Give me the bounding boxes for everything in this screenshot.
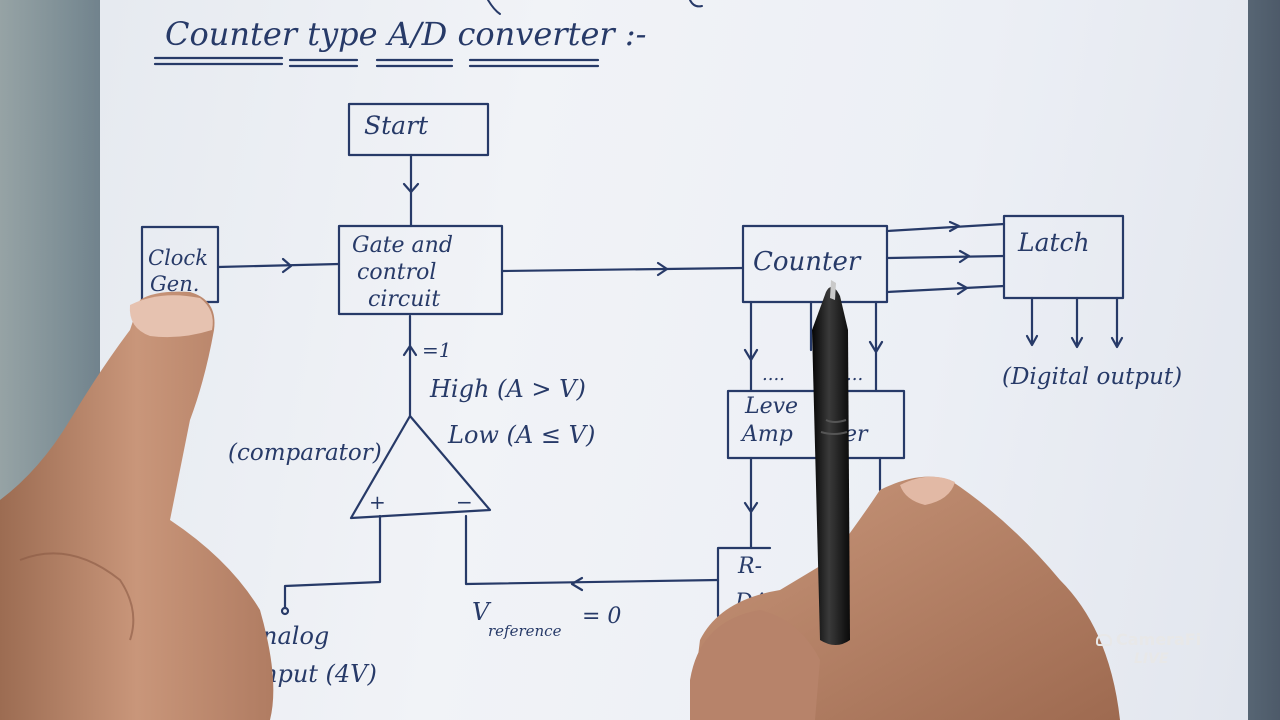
latch-label: Latch — [1018, 228, 1090, 257]
start-label: Start — [364, 111, 429, 140]
low-condition-label: Low (A ≤ V) — [448, 421, 596, 449]
counter-block — [741, 224, 889, 304]
v-reference-subscript: reference — [488, 622, 562, 640]
latch-block — [1002, 214, 1125, 300]
v-reference-value: = 0 — [582, 604, 622, 629]
gate-label-line2: control — [357, 260, 437, 285]
analog-input-line1: nalog — [262, 622, 330, 650]
digital-output-label: (Digital output) — [1002, 364, 1183, 390]
level-label-tail: er — [844, 422, 868, 447]
camera-icon — [1096, 633, 1112, 646]
page-title: Counter type A/D converter :- — [165, 15, 647, 53]
comparator-minus: − — [456, 490, 473, 514]
comparator-plus: + — [369, 490, 386, 514]
gate-input-label: =1 — [422, 338, 452, 362]
dac-label-line1: R- — [738, 554, 762, 579]
gate-label-line1: Gate and — [352, 233, 453, 258]
comparator-triangle — [349, 414, 492, 520]
bus-dots-left: .... — [762, 364, 785, 385]
watermark-brand: CameraFi — [1116, 630, 1202, 649]
right-hand — [690, 476, 1120, 720]
dac-block — [716, 546, 772, 618]
clock-label-line1: Clock — [148, 246, 208, 270]
counter-label: Counter — [753, 247, 861, 277]
v-reference-symbol: V — [472, 598, 490, 626]
pen — [812, 280, 850, 645]
level-label-line1: Leve — [745, 394, 799, 419]
camera-watermark: CameraFi LIVE — [1096, 630, 1226, 667]
bus-dots-right: ... — [846, 364, 864, 385]
left-hand — [0, 291, 274, 720]
level-label-line2: Amp — [742, 422, 793, 447]
gate-label-line3: circuit — [368, 287, 441, 312]
comparator-label: (comparator) — [228, 440, 382, 466]
clock-label-line2: Gen. — [150, 272, 200, 296]
high-condition-label: High (A > V) — [430, 375, 586, 403]
start-block — [347, 102, 490, 157]
analog-input-line2: nput (4V) — [262, 660, 377, 688]
title-underline — [153, 56, 284, 66]
watermark-live: LIVE — [1134, 651, 1169, 667]
